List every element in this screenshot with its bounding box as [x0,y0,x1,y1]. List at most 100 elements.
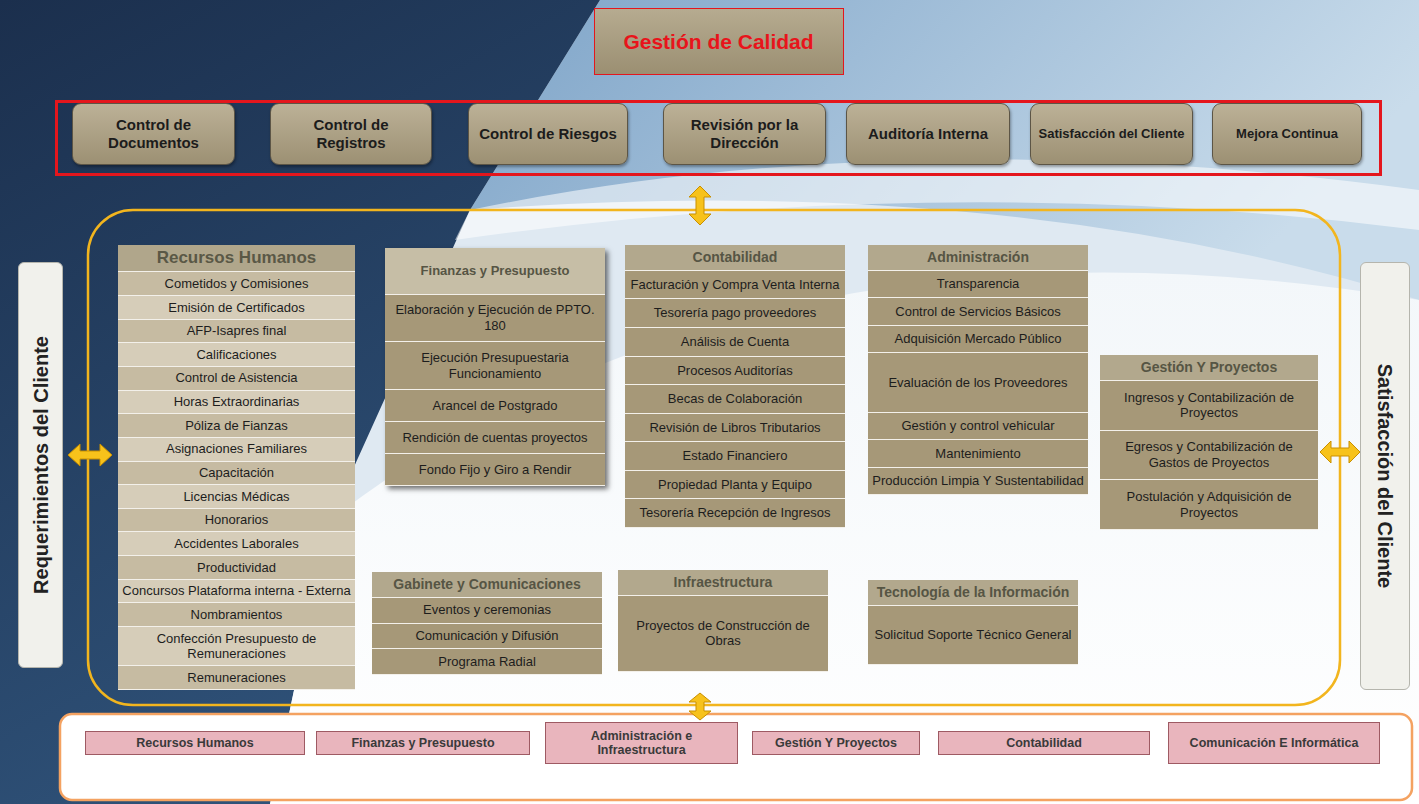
process-box: Revisión por la Dirección [663,103,826,165]
process-item: Producción Limpia Y Sustentabilidad [868,468,1088,495]
process-item: Fondo Fijo y Giro a Rendir [385,454,605,486]
column-heading: Contabilidad [625,245,845,271]
process-frame [88,210,1340,705]
box-label: Control de Registros [277,116,425,152]
item-label: Ejecución Presupuestaria Funcionamiento [389,350,601,381]
item-label: Transparencia [937,276,1020,292]
item-label: Control de Servicios Básicos [895,304,1060,320]
support-area-box: Finanzas y Presupuesto [316,731,530,755]
box-label: Contabilidad [1006,736,1082,750]
item-label: Honorarios [205,512,269,528]
process-item: Facturación y Compra Venta Interna [625,271,845,300]
process-item: Estado Financiero [625,442,845,471]
process-item: Accidentes Laborales [118,532,355,556]
department-column: Recursos HumanosCometidos y ComisionesEm… [118,245,355,690]
item-label: Arancel de Postgrado [432,398,557,414]
item-label: Solicitud Soporte Técnico General [874,627,1071,643]
client-side-box: Satisfacción del Cliente [1360,262,1410,690]
item-label: Ingresos y Contabilización de Proyectos [1104,390,1314,421]
department-column: Tecnología de la InformaciónSolicitud So… [868,580,1078,665]
item-label: Licencias Médicas [183,489,289,505]
process-item: Emisión de Certificados [118,296,355,320]
band-heading: Gestión de Calidad [594,8,844,75]
box-label: Finanzas y Presupuesto [351,736,494,750]
double-arrow [689,693,711,720]
process-item: Control de Servicios Básicos [868,298,1088,325]
department-column: Gestión Y ProyectosIngresos y Contabiliz… [1100,355,1318,530]
item-label: AFP-Isapres final [187,323,287,339]
box-label: Gestión Y Proyectos [775,736,897,750]
box-label: Satisfacción del Cliente [1039,126,1185,142]
process-box: Control de Documentos [72,103,235,165]
item-label: Egresos y Contabilización de Gastos de P… [1104,439,1314,470]
process-item: Calificaciones [118,343,355,367]
process-item: Procesos Auditorías [625,357,845,386]
double-arrow [689,186,711,225]
process-item: Tesorería pago proveedores [625,299,845,328]
double-arrow [68,444,112,466]
process-item: Elaboración y Ejecución de PPTO. 180 [385,295,605,343]
department-column: Gabinete y ComunicacionesEventos y cerem… [372,572,602,675]
side-label: Requerimientos del Cliente [29,262,53,668]
item-label: Mantenimiento [935,446,1020,462]
process-item: Postulación y Adquisición de Proyectos [1100,480,1318,530]
process-box: Control de Registros [270,103,432,165]
item-label: Asignaciones Familiares [166,441,307,457]
department-column: Finanzas y PresupuestoElaboración y Ejec… [385,248,605,486]
item-label: Tesorería Recepción de Ingresos [640,505,831,521]
process-item: Asignaciones Familiares [118,438,355,462]
item-label: Concursos Plataforma interna - Externa [122,583,350,599]
double-arrows [68,186,1360,720]
item-label: Fondo Fijo y Giro a Rendir [419,462,571,478]
item-label: Procesos Auditorías [677,363,793,379]
process-item: Egresos y Contabilización de Gastos de P… [1100,431,1318,481]
item-label: Adquisición Mercado Público [895,331,1062,347]
quality-band: Gestión de CalidadControl de Documentos C… [55,8,1382,176]
process-item: Honorarios [118,509,355,533]
item-label: Remuneraciones [187,670,285,686]
process-item: Transparencia [868,271,1088,298]
process-item: Proyectos de Construcción de Obras [618,596,828,672]
department-column: AdministraciónTransparenciaControl de Se… [868,245,1088,495]
column-heading: Gestión Y Proyectos [1100,355,1318,381]
process-item: Nombramientos [118,603,355,627]
process-item: Arancel de Postgrado [385,390,605,422]
item-label: Facturación y Compra Venta Interna [631,277,840,293]
process-item: Confección Presupuesto de Remuneraciones [118,627,355,666]
process-item: Adquisición Mercado Público [868,326,1088,353]
process-item: Rendición de cuentas proyectos [385,422,605,454]
item-label: Revisión de Libros Tributarios [649,420,820,436]
item-label: Proyectos de Construcción de Obras [622,618,824,649]
item-label: Análisis de Cuenta [681,334,789,350]
process-item: Análisis de Cuenta [625,328,845,357]
process-item: Propiedad Planta y Equipo [625,471,845,500]
column-heading: Recursos Humanos [118,245,355,272]
quality-frame [57,102,1381,175]
light-streak [455,159,1419,240]
item-label: Confección Presupuesto de Remuneraciones [122,631,351,662]
box-label: Mejora Continua [1236,126,1338,142]
item-label: Emisión de Certificados [168,300,305,316]
process-item: Comunicación y Difusión [372,624,602,650]
process-box: Auditoría Interna [846,103,1010,165]
process-item: Becas de Colaboración [625,385,845,414]
support-area-box: Comunicación E Informática [1168,722,1380,764]
support-area-box: Gestión Y Proyectos [752,731,920,755]
box-label: Administración e Infraestructura [551,729,732,758]
item-label: Cometidos y Comisiones [165,276,309,292]
process-item: Póliza de Fianzas [118,414,355,438]
box-label: Control de Documentos [79,116,228,152]
column-heading: Gabinete y Comunicaciones [372,572,602,598]
process-item: Productividad [118,556,355,580]
department-column: ContabilidadFacturación y Compra Venta I… [625,245,845,528]
process-item: Eventos y ceremonias [372,598,602,624]
process-item: AFP-Isapres final [118,320,355,344]
side-label: Satisfacción del Cliente [1373,262,1397,690]
item-label: Nombramientos [191,607,283,623]
box-label: Recursos Humanos [136,736,253,750]
item-label: Estado Financiero [683,448,788,464]
process-item: Gestión y control vehicular [868,413,1088,440]
item-label: Gestión y control vehicular [901,418,1054,434]
